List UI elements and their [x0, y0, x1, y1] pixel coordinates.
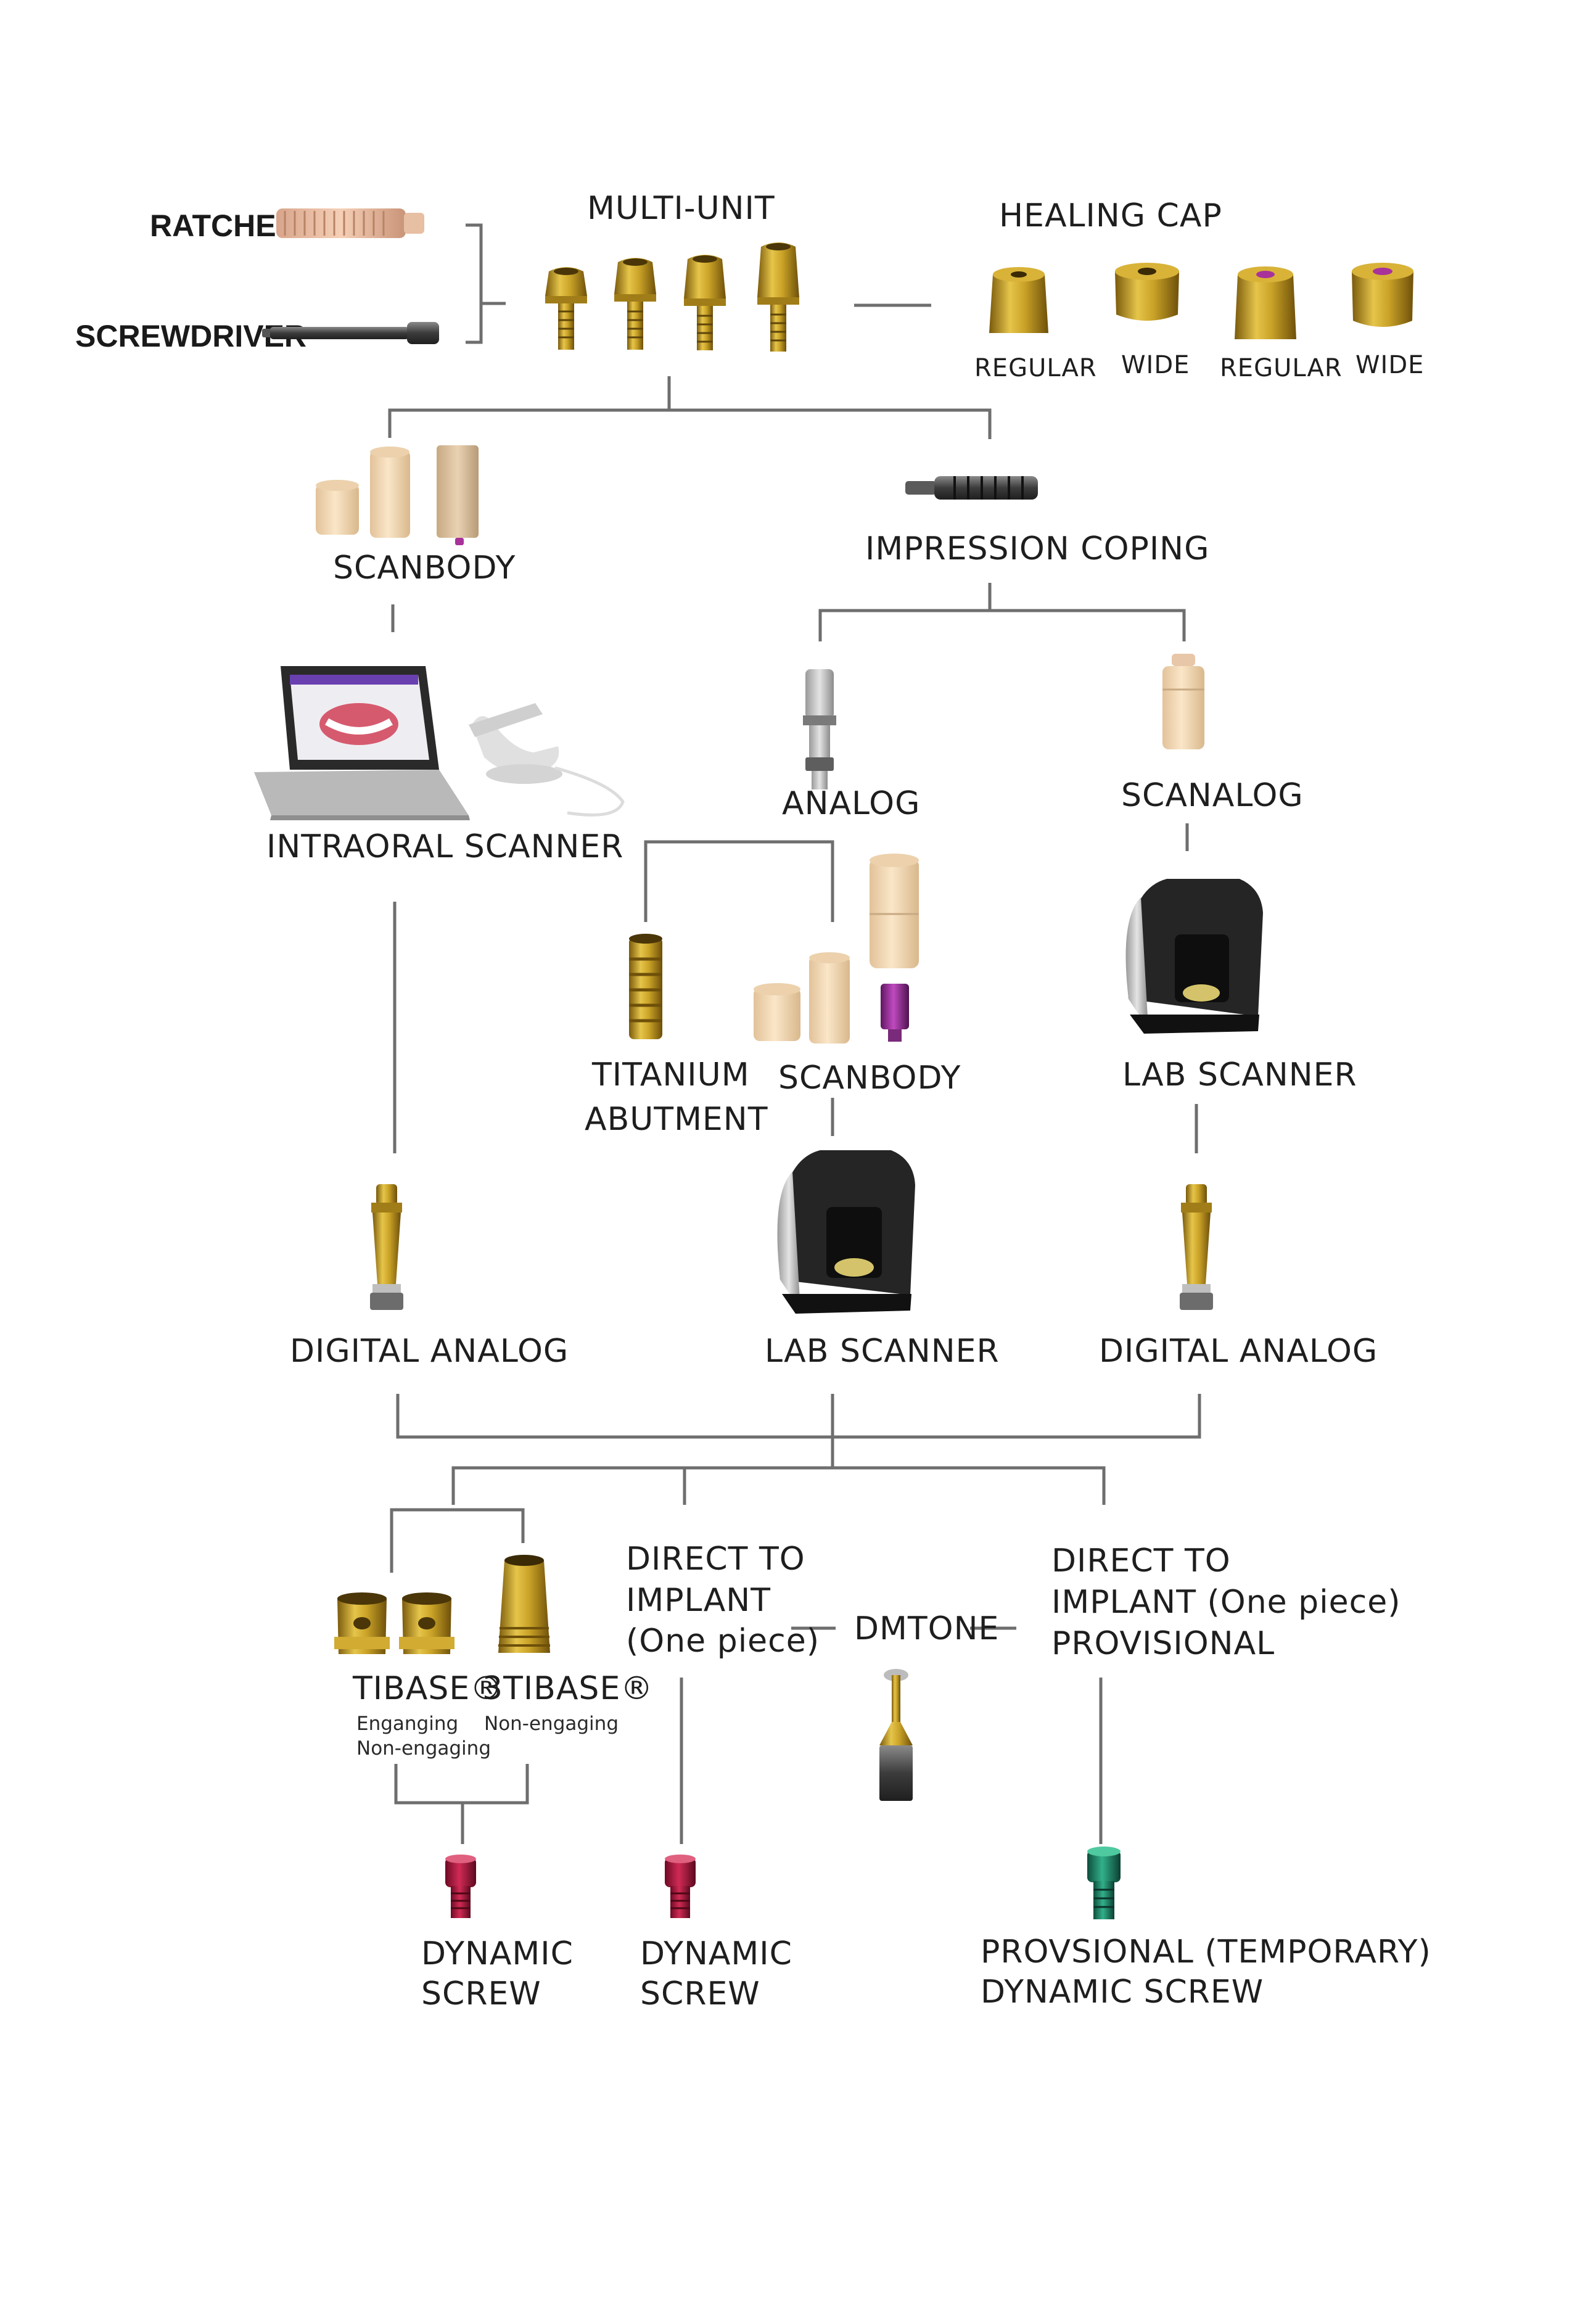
titanium-abutment-label-1: TITANIUM	[591, 1056, 750, 1093]
intraoral-scanner-icon	[254, 666, 625, 820]
scanbody-label: SCANBODY	[333, 550, 516, 587]
analog-icon	[803, 669, 836, 789]
healing-cap-label: HEALING CAP	[999, 197, 1222, 234]
digital-analog-left-label: DIGITAL ANALOG	[290, 1333, 569, 1370]
provisional-screw-icon	[1087, 1847, 1121, 1919]
tibase-icons	[334, 1555, 550, 1654]
provisional-label-1: DIRECT TO	[1051, 1542, 1231, 1579]
tibase-label: TIBASE®	[352, 1670, 503, 1707]
lab-scanner-right-label: LAB SCANNER	[1122, 1056, 1357, 1093]
healing-caps-icon	[989, 263, 1413, 339]
dynamic-screw-1-label-a: DYNAMIC	[421, 1935, 574, 1972]
lab-scanner-center-label: LAB SCANNER	[765, 1333, 1000, 1370]
lab-scanner-right-icon	[1125, 879, 1263, 1034]
provisional-screw-label-a: PROVSIONAL (TEMPORARY)	[981, 1933, 1431, 1970]
impression-coping-icon	[905, 476, 1038, 500]
tibase3-label: 3TIBASE®	[482, 1670, 653, 1707]
scanbody-set-icon	[316, 445, 479, 545]
direct-to-implant-label-1: DIRECT TO	[626, 1541, 805, 1578]
dmtone-tool-icon	[879, 1669, 913, 1801]
digital-analog-right-icon	[1180, 1184, 1213, 1310]
screwdriver-icon	[262, 322, 439, 344]
digital-analog-right-label: DIGITAL ANALOG	[1099, 1333, 1378, 1370]
titanium-abutment-icon	[629, 934, 662, 1039]
dynamic-screw-1-icon	[445, 1855, 476, 1918]
connector-lines	[388, 223, 1201, 1844]
tibase-sub-1: Enganging	[356, 1713, 458, 1735]
dynamic-screw-2-icon	[665, 1855, 696, 1918]
ratchet-label: RATCHET	[150, 208, 295, 243]
provisional-screw-label-b: DYNAMIC SCREW	[981, 1974, 1264, 2011]
dynamic-screw-2-label-a: DYNAMIC	[640, 1935, 792, 1972]
healing-cap-regular-1-label: REGULAR	[974, 354, 1097, 382]
lab-scanner-center-icon	[777, 1150, 915, 1314]
provisional-label-2: IMPLANT (One piece)	[1051, 1584, 1401, 1621]
digital-analog-left-icon	[370, 1184, 403, 1310]
analog-label: ANALOG	[782, 785, 920, 822]
healing-cap-wide-2-label: WIDE	[1355, 351, 1424, 379]
multi-unit-abutments-icon	[545, 242, 799, 352]
ratchet-tool-icon	[276, 208, 424, 238]
dynamic-screw-1-label-b: SCREW	[421, 1975, 541, 2012]
dmtone-label: DMTONE	[854, 1610, 999, 1647]
tibase-sub-2: Non-engaging	[356, 1737, 491, 1760]
healing-cap-regular-2-label: REGULAR	[1220, 354, 1343, 382]
healing-cap-wide-1-label: WIDE	[1121, 351, 1190, 379]
impression-coping-label: IMPRESSION COPING	[865, 530, 1209, 567]
direct-to-implant-label-3: (One piece)	[626, 1623, 820, 1660]
titanium-abutment-label-2: ABUTMENT	[585, 1101, 768, 1138]
dynamic-screw-2-label-b: SCREW	[640, 1975, 760, 2012]
multi-unit-label: MULTI-UNIT	[587, 190, 775, 227]
direct-to-implant-label-2: IMPLANT	[626, 1582, 771, 1619]
scanbody-set-2-icon	[754, 854, 919, 1044]
provisional-label-3: PROVISIONAL	[1051, 1625, 1275, 1662]
scanalog-icon	[1162, 654, 1204, 749]
intraoral-scanner-label: INTRAORAL SCANNER	[266, 828, 623, 865]
tibase3-sub: Non-engaging	[484, 1713, 619, 1735]
scanbody-2-label: SCANBODY	[778, 1060, 961, 1097]
scanalog-label: SCANALOG	[1121, 777, 1304, 814]
